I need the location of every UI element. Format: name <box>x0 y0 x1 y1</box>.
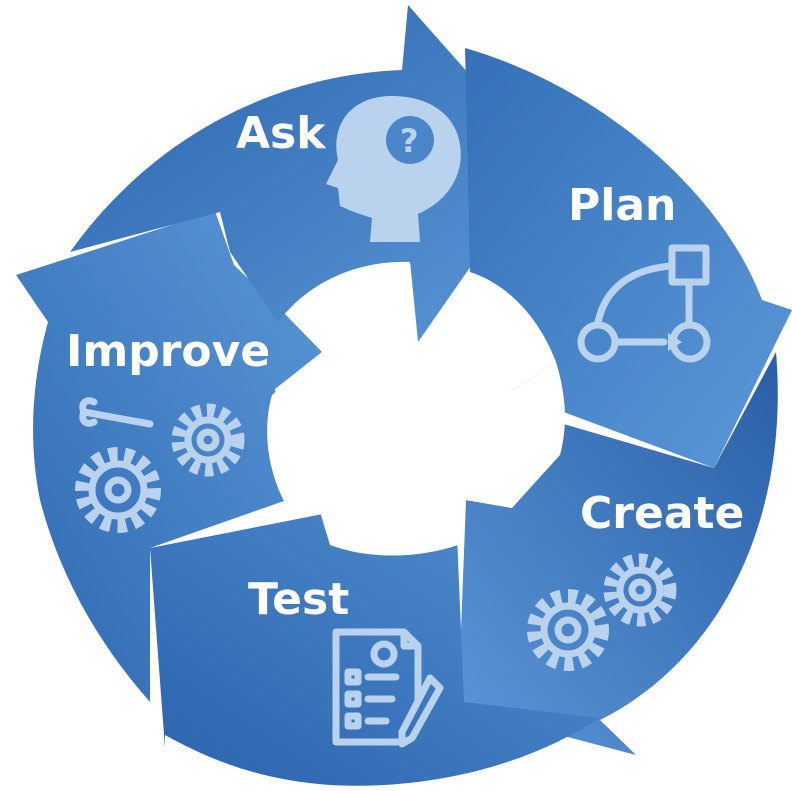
label-improve: Improve <box>66 326 270 377</box>
gears-icon <box>527 553 677 671</box>
step-improve <box>16 211 322 702</box>
label-create: Create <box>580 488 744 539</box>
label-plan: Plan <box>568 180 676 231</box>
checklist-pencil-icon <box>332 628 444 748</box>
center-hub <box>267 262 565 556</box>
step-plan <box>465 48 792 468</box>
arrow-improve <box>16 211 322 702</box>
arrow-test <box>150 488 600 786</box>
label-ask: Ask <box>236 108 327 159</box>
step-test <box>150 488 600 786</box>
arrow-plan <box>465 48 792 468</box>
label-test: Test <box>248 574 349 625</box>
head-question-icon: ? <box>326 96 461 242</box>
wrench-gears-icon <box>75 397 245 533</box>
flowchart-icon <box>577 244 711 363</box>
svg-text:?: ? <box>400 122 419 160</box>
step-ask <box>70 5 545 342</box>
arrow-ask <box>70 5 545 342</box>
